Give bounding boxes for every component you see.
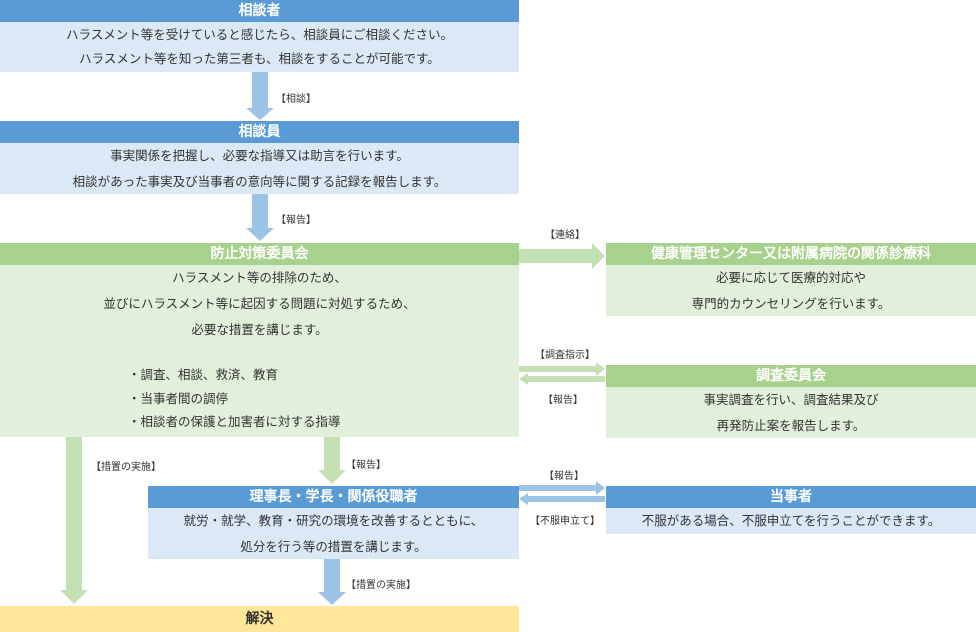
resolution-title: 解決 [245,611,274,627]
investigation-title: 調査委員会 [756,368,826,384]
committee-bullets: ・調査、相談、救済、教育 ・当事者間の調停 ・相談者の保護と加害者に対する指導 [0,363,519,434]
committee-line-3: 必要な措置を講じます。 [191,322,328,337]
label-objection: 【不服申立て】 [530,516,600,527]
committee-title: 防止対策委員会 [210,246,309,262]
counselor-header: 相談員 [0,121,519,143]
executives-body: 就労・就学、教育・研究の環境を改善するとともに、 処分を行う等の措置を講じます。 [148,508,519,559]
label-investigate-order: 【調査指示】 [535,350,595,361]
arrow-committee-to-investigation [519,362,605,376]
label-report-counselor: 【報告】 [276,215,316,226]
arrow-committee-to-resolution [60,437,88,604]
arrow-executives-to-resolution [318,559,346,605]
arrow-party-to-executives [519,493,605,505]
label-measures-executives: 【措置の実施】 [346,580,416,591]
resolution-header: 解決 [0,606,519,632]
committee-bullet-3: ・相談者の保護と加害者に対する指導 [128,414,341,429]
counselor-line-1: 事実関係を把握し、必要な指導又は助言を行います。 [110,148,409,163]
arrow-executives-to-party [519,481,605,495]
executives-line-2: 処分を行う等の措置を講じます。 [240,539,427,554]
arrow-committee-to-executives [318,437,346,484]
arrow-counselor-to-committee [246,194,274,241]
party-header: 当事者 [606,486,976,508]
label-measures-left: 【措置の実施】 [91,462,161,473]
committee-bullet-2: ・当事者間の調停 [128,390,229,406]
health-line-2: 専門的カウンセリングを行います。 [691,296,891,311]
consultant-line-2: ハラスメント等を知った第三者も、相談をすることが可能です。 [79,51,440,66]
committee-header: 防止対策委員会 [0,243,519,265]
committee-body: ハラスメント等の排除のため、 並びにハラスメント等に起因する問題に対処するため、… [0,265,519,437]
health-header: 健康管理センター又は附属病院の関係診療科 [606,243,976,265]
executives-header: 理事長・学長・関係役職者 [148,486,519,508]
committee-line-2: 並びにハラスメント等に起因する問題に対処するため、 [103,296,416,311]
health-line-1: 必要に応じて医療的対応や [715,270,866,285]
consultant-header: 相談者 [0,0,519,22]
investigation-header: 調査委員会 [606,365,976,387]
consultant-line-1: ハラスメント等を受けていると感じたら、相談員にご相談ください。 [65,27,453,42]
label-report-executives: 【報告】 [346,460,386,471]
counselor-title: 相談員 [238,124,281,140]
executives-title: 理事長・学長・関係役職者 [249,489,418,505]
committee-line-1: ハラスメント等の排除のため、 [172,270,347,285]
investigation-line-1: 事実調査を行い、調査結果及び [703,392,879,407]
arrow-committee-to-health [519,243,605,269]
party-line-1: 不服がある場合、不服申立てを行うことができます。 [641,513,941,528]
committee-bullet-1: ・調査、相談、救済、教育 [128,367,279,382]
counselor-body: 事実関係を把握し、必要な指導又は助言を行います。 相談があった事実及び当事者の意… [0,143,519,194]
investigation-body: 事実調査を行い、調査結果及び 再発防止案を報告します。 [606,387,976,438]
label-consult: 【相談】 [276,94,316,105]
label-contact: 【連絡】 [545,230,585,241]
health-title: 健康管理センター又は附属病院の関係診療科 [651,246,931,262]
investigation-line-2: 再発防止案を報告します。 [716,418,866,433]
label-report-party: 【報告】 [544,471,584,482]
counselor-line-2: 相談があった事実及び当事者の意向等に関する記録を報告します。 [72,174,447,189]
party-title: 当事者 [770,489,812,505]
arrow-investigation-to-committee [519,373,605,385]
health-body: 必要に応じて医療的対応や 専門的カウンセリングを行います。 [606,265,976,316]
executives-line-1: 就労・就学、教育・研究の環境を改善するとともに、 [183,513,484,528]
label-report-investigation: 【報告】 [543,395,583,406]
consultant-title: 相談者 [238,3,281,19]
consultant-body: ハラスメント等を受けていると感じたら、相談員にご相談ください。 ハラスメント等を… [0,22,519,72]
arrow-consultant-to-counselor [246,72,274,120]
party-body: 不服がある場合、不服申立てを行うことができます。 [606,508,976,534]
